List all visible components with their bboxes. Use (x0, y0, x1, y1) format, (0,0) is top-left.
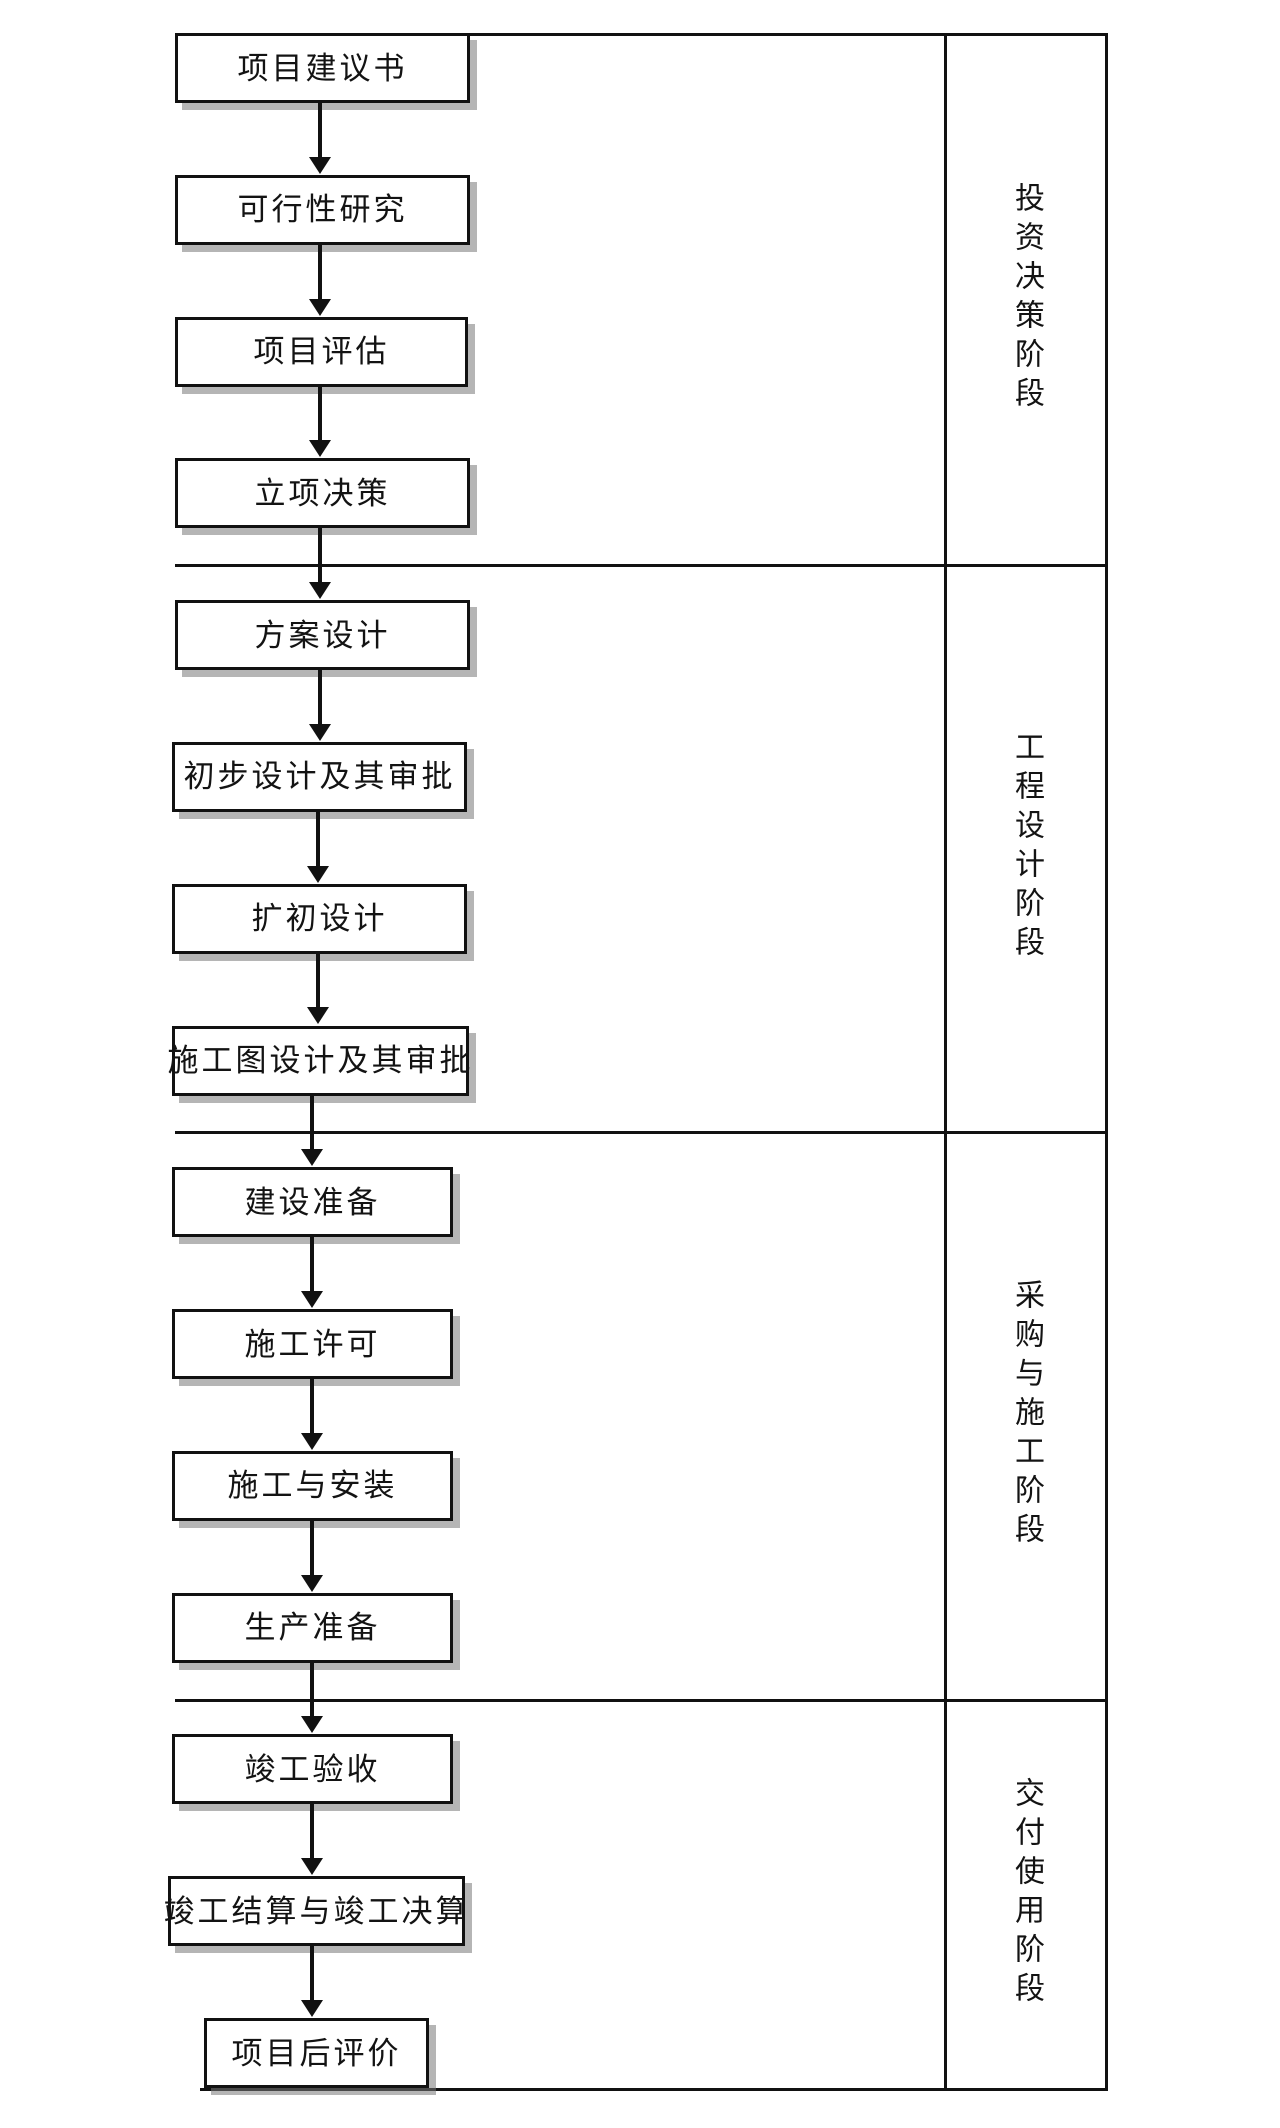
flow-node-n3[interactable]: 项目评估 (175, 316, 468, 387)
phase-label-p2: 工程设计阶段 (1010, 730, 1043, 965)
phase-label-p3: 采购与施工阶段 (1010, 1278, 1043, 1552)
flow-node-label-n1: 项目建议书 (237, 50, 408, 86)
flow-node-n12[interactable]: 生产准备 (172, 1592, 453, 1663)
flow-node-n1[interactable]: 项目建议书 (175, 33, 470, 103)
flow-node-label-n14: 竣工结算与竣工决算 (163, 1893, 470, 1929)
flow-node-n9[interactable]: 建设准备 (172, 1167, 453, 1238)
phase-rule-divider-1 (175, 564, 1108, 567)
phase-label-p1: 投资决策阶段 (1010, 181, 1043, 416)
flow-node-label-n11: 施工与安装 (227, 1468, 398, 1504)
flow-node-n14[interactable]: 竣工结算与竣工决算 (164, 1876, 467, 1947)
phase-cell-p2: 工程设计阶段 (944, 564, 1108, 1131)
flow-node-n6[interactable]: 初步设计及其审批 (172, 741, 467, 812)
flow-node-n13[interactable]: 竣工验收 (172, 1734, 453, 1805)
phase-cell-p4: 交付使用阶段 (944, 1699, 1108, 2088)
phase-rule-bottom (200, 2088, 1108, 2091)
phase-rule-divider-3 (175, 1699, 1108, 1702)
phase-cell-p3: 采购与施工阶段 (944, 1131, 1108, 1699)
flowchart-node-column: 项目建议书 可行性研究 项目评估 立项决策 方案设计 初步设计及其审批 扩初设计 (164, 33, 471, 2088)
flow-node-n11[interactable]: 施工与安装 (172, 1450, 453, 1521)
phase-label-p4: 交付使用阶段 (1010, 1776, 1043, 2011)
flow-node-n4[interactable]: 立项决策 (175, 458, 470, 529)
flow-node-label-n12: 生产准备 (244, 1610, 381, 1646)
flow-node-label-n10: 施工许可 (244, 1326, 381, 1362)
phase-rule-vertical-outer (1105, 33, 1108, 2091)
flow-node-label-n9: 建设准备 (244, 1184, 381, 1220)
flow-node-label-n5: 方案设计 (254, 617, 391, 653)
phase-rule-vertical-inner (944, 33, 947, 2091)
flow-node-n10[interactable]: 施工许可 (172, 1309, 453, 1380)
phase-rule-divider-2 (175, 1131, 1108, 1134)
flow-node-label-n7: 扩初设计 (251, 901, 388, 937)
flow-node-n5[interactable]: 方案设计 (175, 600, 470, 671)
flow-node-n15[interactable]: 项目后评价 (204, 2018, 429, 2088)
phase-cell-p1: 投资决策阶段 (944, 33, 1108, 564)
flow-node-label-n15: 项目后评价 (231, 2035, 402, 2071)
flow-node-n8[interactable]: 施工图设计及其审批 (168, 1025, 471, 1096)
flow-node-n2[interactable]: 可行性研究 (175, 174, 470, 245)
flow-node-label-n13: 竣工验收 (244, 1751, 381, 1787)
flow-node-label-n6: 初步设计及其审批 (183, 759, 456, 795)
flow-node-label-n8: 施工图设计及其审批 (167, 1043, 474, 1078)
flow-node-label-n3: 项目评估 (253, 334, 390, 370)
flow-node-n7[interactable]: 扩初设计 (172, 883, 467, 954)
phase-rule-top (468, 33, 1108, 36)
flow-node-label-n4: 立项决策 (254, 475, 391, 511)
flow-node-label-n2: 可行性研究 (237, 192, 408, 228)
